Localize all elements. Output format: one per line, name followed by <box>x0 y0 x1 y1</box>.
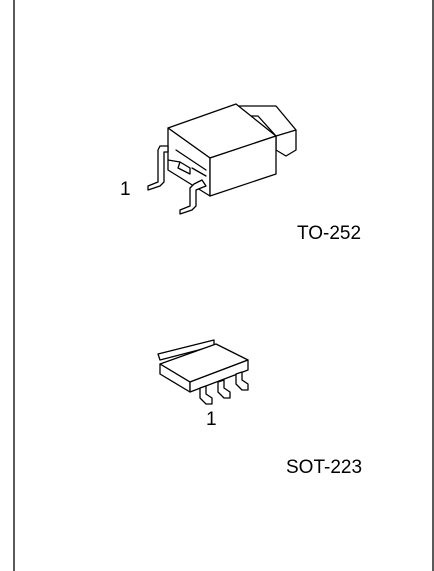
to252-lead-1 <box>147 145 169 191</box>
sot223-lead-1 <box>199 385 213 405</box>
to252-lead-2 <box>177 161 191 175</box>
to252-package-name: TO-252 <box>297 223 362 244</box>
sot223-lead-3 <box>235 371 249 391</box>
sot223-package-name: SOT-223 <box>286 457 363 478</box>
sot223-lead-2 <box>217 379 231 399</box>
to252-lead-3 <box>179 179 207 215</box>
sot223-pin1-label: 1 <box>206 409 217 430</box>
sot223-body-right <box>189 359 249 393</box>
to252-body-right <box>209 135 277 197</box>
to252-pin1-label: 1 <box>120 179 131 200</box>
